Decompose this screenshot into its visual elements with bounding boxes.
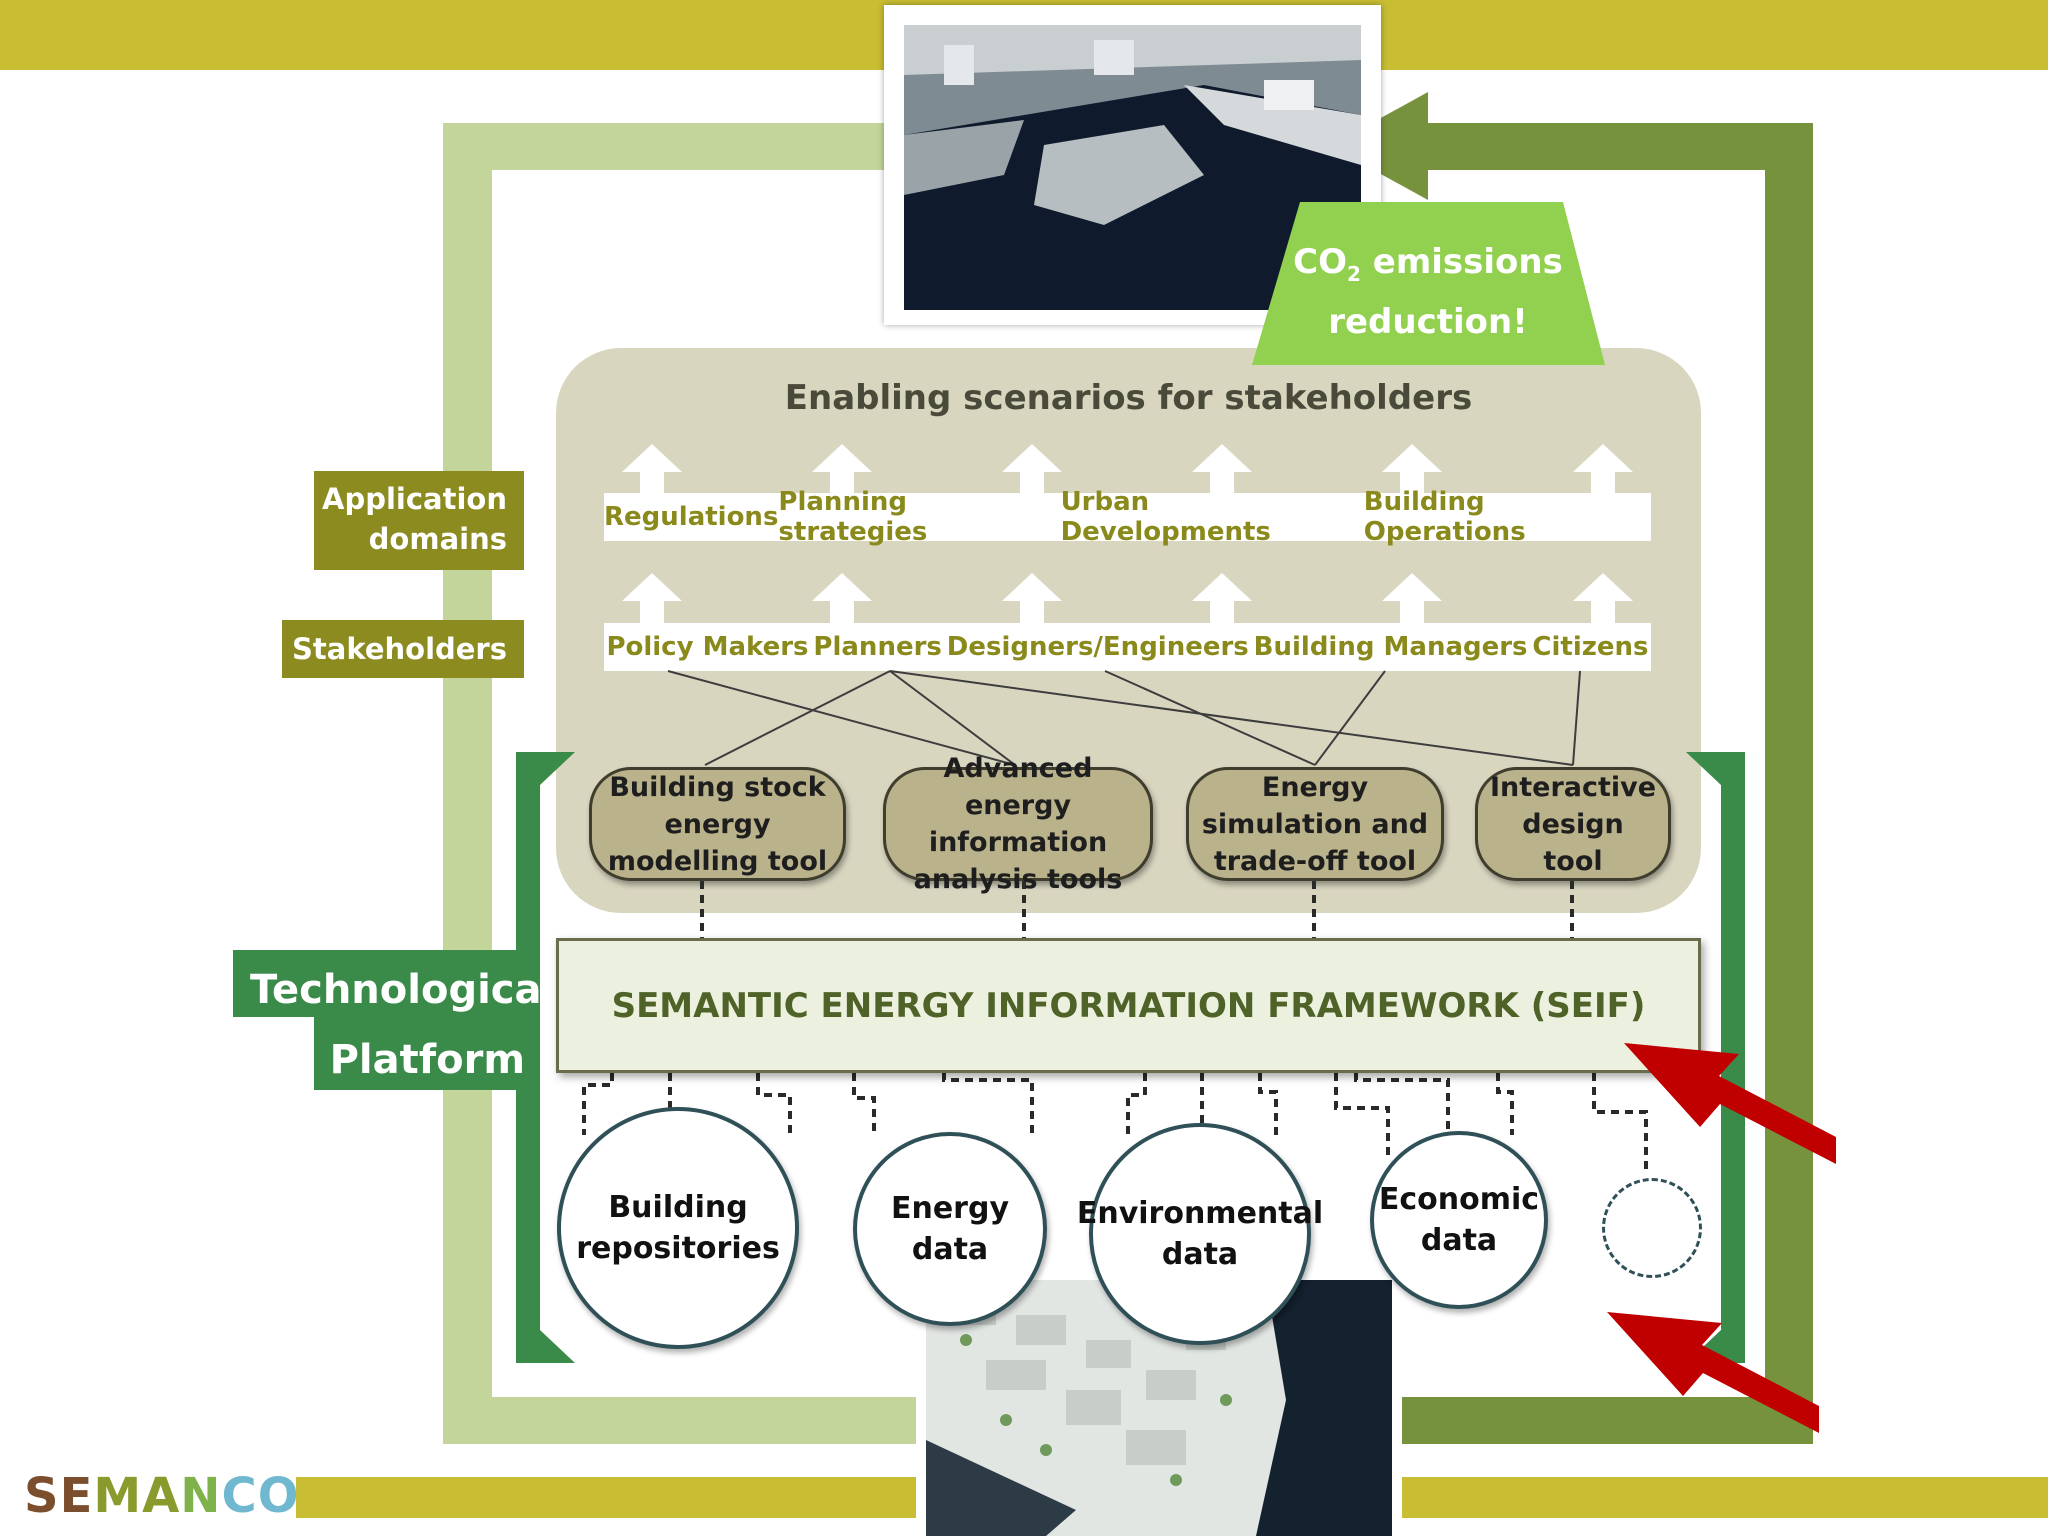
data-energy: Energy data	[853, 1132, 1047, 1326]
stakeholder-policy-makers: Policy Makers	[606, 632, 809, 662]
data-economic: Economic data	[1370, 1131, 1548, 1309]
data-building-repositories: Building repositories	[557, 1107, 799, 1349]
tool-building-stock: Building stock energy modelling tool	[589, 767, 846, 881]
domain-urban-developments: Urban Developments	[1060, 487, 1271, 547]
stakeholder-designers-engineers: Designers/Engineers	[946, 632, 1249, 662]
stakeholder-building-managers: Building Managers	[1253, 632, 1528, 662]
stakeholder-planners: Planners	[813, 632, 942, 662]
data-environmental: Environmental data	[1077, 1123, 1323, 1345]
up-arrow-icon	[622, 573, 682, 623]
up-arrow-icon	[1002, 573, 1062, 623]
seif-framework: SEMANTIC ENERGY INFORMATION FRAMEWORK (S…	[556, 938, 1701, 1073]
seif-label: SEMANTIC ENERGY INFORMATION FRAMEWORK (S…	[611, 985, 1646, 1026]
domain-planning-strategies: Planning strategies	[778, 487, 928, 547]
stakeholder-citizens: Citizens	[1532, 632, 1649, 662]
up-arrow-icon	[1002, 444, 1062, 494]
application-domains-strip: Regulations Planning strategies Urban De…	[604, 487, 1651, 547]
technological-platform-label: Technological Platform	[250, 967, 556, 1083]
city-photo-bottom	[916, 1280, 1402, 1536]
up-arrow-icon	[1573, 444, 1633, 494]
domain-building-operations: Building Operations	[1363, 487, 1526, 547]
stakeholders-label: Stakeholders	[282, 620, 524, 678]
up-arrow-icon	[1192, 444, 1252, 494]
up-arrow-icon	[1573, 573, 1633, 623]
up-arrow-icon	[1382, 573, 1442, 623]
panel-title: Enabling scenarios for stakeholders	[784, 378, 1473, 418]
red-arrow-lower	[1607, 1312, 1819, 1433]
up-arrow-icon	[622, 444, 682, 494]
tool-interactive-design: Interactive design tool	[1475, 767, 1671, 881]
tool-energy-simulation: Energy simulation and trade-off tool	[1186, 767, 1444, 881]
red-arrow-upper	[1624, 1043, 1836, 1164]
co2-badge: CO2 emissions reduction!	[1293, 242, 1563, 342]
application-domains-label: Application domains	[314, 471, 524, 570]
domain-regulations: Regulations	[604, 502, 779, 532]
up-arrow-icon	[1382, 444, 1442, 494]
up-arrow-icon	[812, 573, 872, 623]
stakeholders-strip: Policy Makers Planners Designers/Enginee…	[604, 623, 1651, 671]
data-placeholder-circle	[1602, 1178, 1702, 1278]
up-arrow-icon	[1192, 573, 1252, 623]
up-arrow-icon	[812, 444, 872, 494]
semanco-logo: SEMANCO	[24, 1468, 300, 1524]
